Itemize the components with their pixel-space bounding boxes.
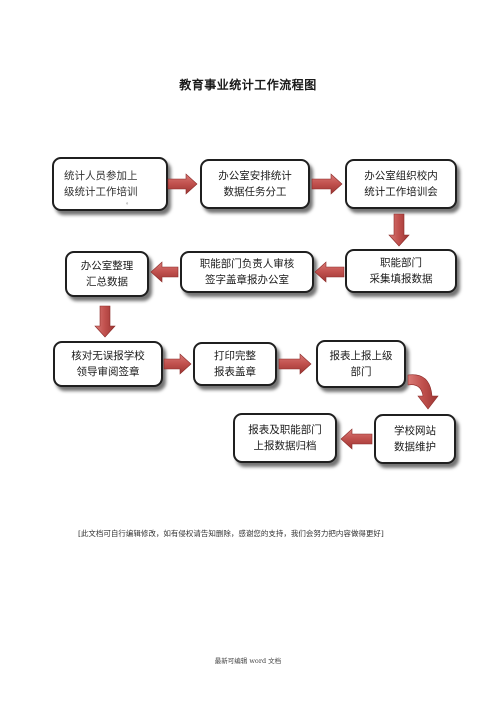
step-label: 打印完整 报表盖章 xyxy=(214,350,256,378)
arrow-right-icon xyxy=(163,353,192,375)
step-collect-data: 职能部门 采集填报数据 xyxy=(345,249,457,293)
arrow-left-icon xyxy=(340,428,373,450)
step-assign-tasks: 办公室安排统计 数据任务分工 xyxy=(200,159,310,209)
step-leader-approval: 核对无误报学校 领导审阅签章 xyxy=(53,341,163,387)
arrow-right-icon xyxy=(311,173,343,195)
step-label: 办公室安排统计 数据任务分工 xyxy=(218,170,292,198)
step-label: 核对无误报学校 领导审阅签章 xyxy=(71,350,145,378)
step-label: 统计人员参加上 级统计工作培训 xyxy=(64,170,138,198)
step-training-attend: 统计人员参加上 级统计工作培训 。 xyxy=(52,157,168,211)
step-website-maintenance: 学校网站 数据维护 xyxy=(374,414,456,464)
arrow-curve-icon xyxy=(407,374,439,410)
step-label: 职能部门 采集填报数据 xyxy=(369,257,433,285)
step-archive: 报表及职能部门 上报数据归档 xyxy=(233,413,337,463)
step-label: 报表上报上级 部门 xyxy=(329,350,393,378)
step-summarize-data: 办公室整理 汇总数据 xyxy=(65,251,149,297)
step-label: 职能部门负责人审核 签字盖章报办公室 xyxy=(199,258,295,286)
step-internal-training: 办公室组织校内 统计工作培训会 xyxy=(345,159,457,209)
step-label: 办公室组织校内 统计工作培训会 xyxy=(364,170,438,198)
step-review-sign: 职能部门负责人审核 签字盖章报办公室 xyxy=(180,251,314,293)
page-title: 教育事业统计工作流程图 xyxy=(179,78,317,92)
step-label: 报表及职能部门 上报数据归档 xyxy=(248,424,322,452)
arrow-down-icon xyxy=(94,305,116,338)
disclaimer-note: [此文档可自行编辑修改，如有侵权请告知删除，感谢您的支持，我们会努力把内容做得更… xyxy=(78,529,384,538)
arrow-left-icon xyxy=(150,261,179,283)
step-label: 办公室整理 汇总数据 xyxy=(80,260,134,288)
arrow-left-icon xyxy=(314,261,345,283)
step-dot: 。 xyxy=(126,199,133,206)
step-label: 学校网站 数据维护 xyxy=(394,425,436,453)
arrow-right-icon xyxy=(167,173,198,195)
step-report-upper: 报表上报上级 部门 xyxy=(316,340,406,388)
arrow-down-icon xyxy=(388,213,410,247)
page-footer: 最新可编辑 word 文档 xyxy=(214,657,282,665)
step-print-stamp: 打印完整 报表盖章 xyxy=(193,342,277,386)
arrow-right-icon xyxy=(278,353,312,375)
